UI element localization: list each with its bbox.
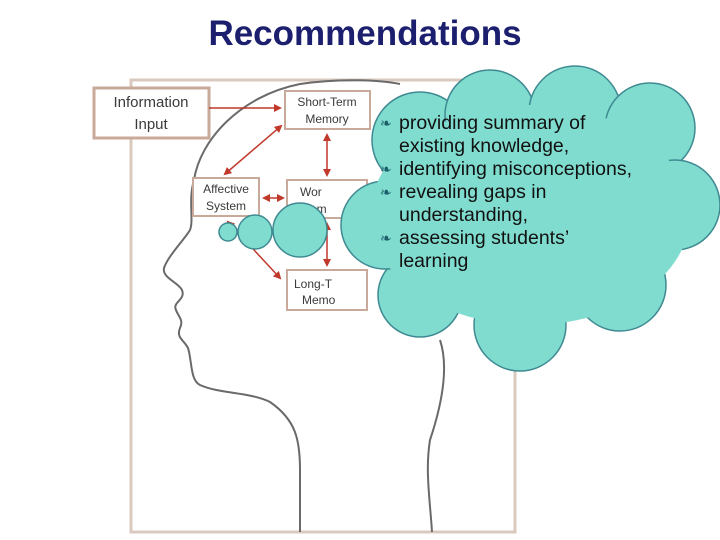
bullet-text: identifying misconceptions, bbox=[399, 158, 632, 180]
leaf-icon: ❧ bbox=[380, 112, 392, 135]
short-term-memory-box: Short-Term Memory bbox=[285, 91, 370, 129]
bullet-item: ❧ revealing gaps in understanding, bbox=[380, 181, 710, 227]
bullet-text-continued: existing knowledge, bbox=[399, 135, 569, 157]
long-term-memory-box: Long-T Memo bbox=[287, 270, 367, 310]
leaf-icon: ❧ bbox=[380, 158, 392, 181]
affective-system-box: Affective System bbox=[193, 178, 259, 216]
short-term-memory-label-line2: Memory bbox=[305, 112, 348, 126]
thought-bubble-large bbox=[273, 203, 327, 257]
leaf-icon: ❧ bbox=[380, 181, 392, 204]
bullet-text-continued: learning bbox=[399, 250, 468, 272]
thought-bubble-medium bbox=[238, 215, 272, 249]
affective-system-label-line1: Affective bbox=[203, 182, 249, 196]
information-input-box: Information Input bbox=[94, 88, 209, 138]
bullet-text-continued: understanding, bbox=[399, 204, 528, 226]
bullet-item: ❧ assessing students’ learning bbox=[380, 227, 710, 273]
affective-system-label-line2: System bbox=[206, 199, 246, 213]
information-input-label-line2: Input bbox=[134, 116, 168, 133]
bullet-text: revealing gaps in bbox=[399, 181, 546, 203]
working-memory-label-line1: Wor bbox=[300, 185, 322, 199]
thought-cloud-bullet-list: ❧ providing summary of existing knowledg… bbox=[380, 112, 710, 273]
bullet-text: providing summary of bbox=[399, 112, 585, 134]
information-input-label-line1: Information bbox=[113, 94, 188, 111]
bullet-item: ❧ providing summary of existing knowledg… bbox=[380, 112, 710, 158]
short-term-memory-label-line1: Short-Term bbox=[297, 95, 356, 109]
long-term-memory-label-line1: Long-T bbox=[294, 277, 333, 291]
bullet-text: assessing students’ bbox=[399, 227, 569, 249]
head-back-outline bbox=[428, 340, 444, 532]
thought-bubble-small bbox=[219, 223, 237, 241]
long-term-memory-label-line2: Memo bbox=[302, 293, 336, 307]
leaf-icon: ❧ bbox=[380, 227, 392, 250]
bullet-item: ❧ identifying misconceptions, bbox=[380, 158, 710, 181]
arrow-short-term-affective bbox=[225, 126, 281, 174]
